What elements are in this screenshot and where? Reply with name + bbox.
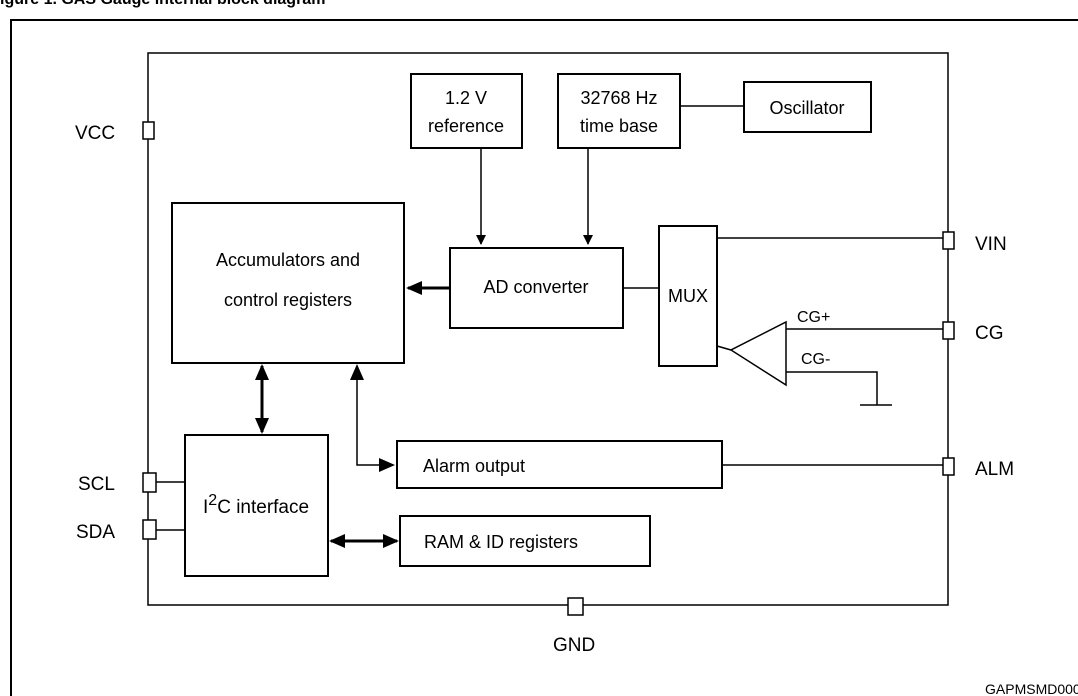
gnd-label: GND	[553, 635, 595, 656]
accumulators-alarm-link	[350, 364, 395, 472]
reference-block: 1.2 V reference	[410, 73, 523, 149]
cg-minus-line	[786, 371, 878, 405]
alarm-block: Alarm output	[396, 440, 723, 489]
scl-pin	[142, 472, 157, 493]
reference-label-line1: 1.2 V	[445, 88, 487, 108]
vcc-pin	[142, 121, 155, 140]
reference-label-line2: reference	[428, 116, 504, 136]
figure-frame	[10, 19, 1078, 696]
gnd-pin	[567, 597, 584, 616]
adc-block: AD converter	[449, 247, 624, 329]
mux-block: MUX	[658, 225, 718, 367]
alarm-label: Alarm output	[423, 456, 525, 476]
timebase-block: 32768 Hz time base	[557, 73, 681, 149]
cg-pin	[942, 321, 955, 340]
sda-pin	[142, 519, 157, 540]
ram-block: RAM & ID registers	[399, 515, 651, 567]
vcc-label: VCC	[75, 123, 115, 144]
timebase-label-line2: time base	[580, 116, 658, 136]
vin-pin	[942, 231, 955, 250]
oscillator-block: Oscillator	[743, 81, 872, 133]
figure-caption: igure 1. GAS Gauge internal block diagra…	[0, 0, 720, 12]
accumulators-label-line2: control registers	[224, 290, 352, 310]
cg-minus-label: CG-	[801, 351, 830, 368]
timebase-label-line1: 32768 Hz	[580, 88, 657, 108]
accumulators-block: Accumulators and control registers	[171, 202, 405, 364]
scl-label: SCL	[78, 474, 115, 495]
i2c-block: I2C interface	[184, 434, 329, 577]
alm-label: ALM	[975, 459, 1014, 480]
oscillator-label: Oscillator	[769, 98, 844, 118]
i2c-label: I2C interface	[203, 492, 309, 518]
cg-label: CG	[975, 323, 1004, 344]
figure-code: GAPMSMD00025	[985, 681, 1078, 696]
mux-label: MUX	[668, 286, 708, 306]
alm-pin	[942, 457, 955, 476]
adc-label: AD converter	[483, 277, 588, 297]
sda-label: SDA	[76, 522, 115, 543]
accumulators-label-line1: Accumulators and	[216, 250, 360, 270]
ram-label: RAM & ID registers	[424, 532, 578, 552]
vin-label: VIN	[975, 234, 1007, 255]
amplifier-triangle	[729, 320, 787, 387]
cg-plus-label: CG+	[797, 309, 830, 326]
amplifier-output-link	[716, 345, 732, 351]
